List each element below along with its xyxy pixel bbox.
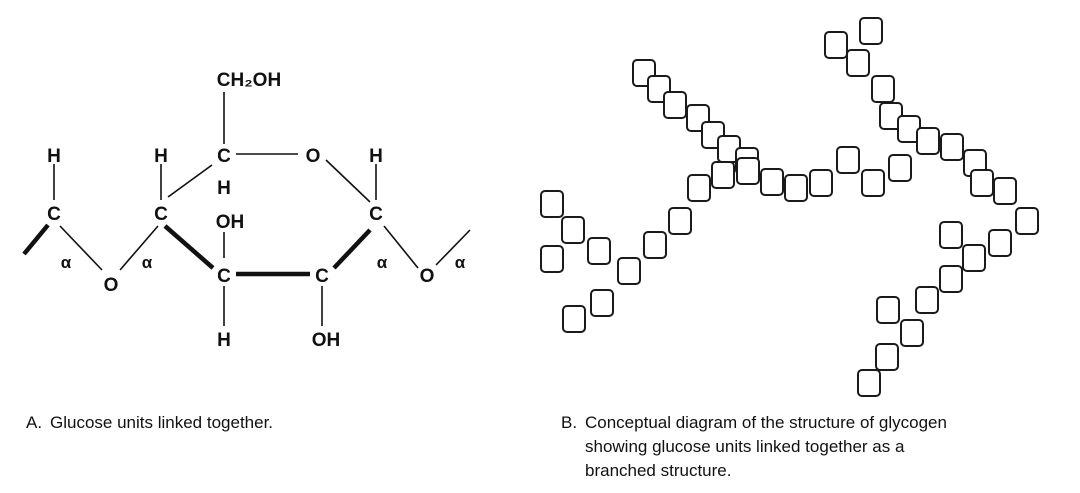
- alpha-label: α: [61, 253, 72, 272]
- glucose-unit: [809, 169, 833, 197]
- caption-a: A. Glucose units linked together.: [26, 411, 446, 435]
- atom-c5: C: [217, 146, 231, 167]
- atom-c4: C: [217, 266, 231, 287]
- glucose-unit: [760, 168, 784, 196]
- glucose-unit: [875, 343, 899, 371]
- atom-h-left-top: H: [47, 146, 61, 167]
- alpha-label: α: [377, 253, 388, 272]
- bond-c-left-o-left: [59, 225, 103, 271]
- glucose-unit: [857, 369, 881, 397]
- glucose-unit: [859, 17, 883, 45]
- bond-o-ring-c-right: [325, 159, 371, 203]
- glucose-unit: [939, 221, 963, 249]
- glucose-unit: [939, 265, 963, 293]
- caption-b-line: B. Conceptual diagram of the structure of…: [561, 411, 1041, 435]
- atom-h-c1-top: H: [154, 146, 168, 167]
- glucose-unit: [970, 169, 994, 197]
- glucose-unit: [900, 319, 924, 347]
- atom-c-left: C: [47, 204, 61, 225]
- caption-b-text-3: branched structure.: [585, 461, 732, 480]
- glucose-unit: [824, 31, 848, 59]
- glucose-unit: [988, 229, 1012, 257]
- atom-h-c4-below: H: [217, 330, 231, 351]
- glucose-structure: H C H C CH₂OH C O H H C OH C C H OH O O …: [22, 70, 471, 351]
- bold-bond-c3-c-right: [332, 228, 372, 270]
- bonds: [53, 92, 471, 326]
- glucose-unit: [587, 237, 611, 265]
- caption-a-letter: A.: [26, 413, 43, 432]
- glucose-unit: [962, 244, 986, 272]
- atom-c3: C: [315, 266, 329, 287]
- glucose-unit: [617, 257, 641, 285]
- caption-b-text-1: Conceptual diagram of the structure of g…: [585, 413, 947, 432]
- glucose-unit: [861, 169, 885, 197]
- atom-oh-c3: OH: [312, 330, 341, 351]
- glucose-unit: [663, 91, 687, 119]
- glucose-unit: [836, 146, 860, 174]
- alpha-label: α: [142, 253, 153, 272]
- caption-b-text-2: showing glucose units linked together as…: [585, 437, 905, 456]
- bond-o-left-c1: [119, 225, 159, 271]
- glucose-unit: [876, 296, 900, 324]
- glucose-unit: [687, 174, 711, 202]
- glucose-unit: [540, 190, 564, 218]
- atom-o-link-right: O: [420, 266, 435, 287]
- atom-c-right: C: [369, 204, 383, 225]
- atom-h-right-top: H: [369, 146, 383, 167]
- glucose-unit: [668, 207, 692, 235]
- glucose-unit: [846, 49, 870, 77]
- glucose-unit: [561, 216, 585, 244]
- glucose-unit: [711, 161, 735, 189]
- bold-bond-left-end: [22, 223, 50, 256]
- caption-b-letter: B.: [561, 413, 578, 432]
- atom-ch2oh: CH₂OH: [217, 70, 281, 91]
- atom-h-c5-below: H: [217, 178, 231, 199]
- glucose-unit: [784, 174, 808, 202]
- glucose-unit: [940, 133, 964, 161]
- caption-a-text: Glucose units linked together.: [50, 413, 274, 432]
- atoms: H C H C CH₂OH C O H H C OH C C H OH O O: [47, 70, 434, 351]
- bond-c1-c5: [167, 164, 213, 198]
- glucose-unit: [736, 157, 760, 185]
- alpha-label: α: [455, 253, 466, 272]
- caption-b: B. Conceptual diagram of the structure of…: [561, 411, 1041, 483]
- glucose-unit: [915, 286, 939, 314]
- atom-oh-c4: OH: [216, 212, 245, 233]
- glycogen-branched-structure: [540, 17, 1039, 397]
- glucose-unit: [888, 154, 912, 182]
- glucose-unit: [1015, 207, 1039, 235]
- glucose-unit: [590, 289, 614, 317]
- glucose-unit: [643, 231, 667, 259]
- glucose-unit: [871, 75, 895, 103]
- glucose-unit: [562, 305, 586, 333]
- glucose-unit: [916, 127, 940, 155]
- bond-c-right-o-right: [383, 225, 419, 269]
- alpha-labels: α α α α: [61, 253, 466, 272]
- bond-o-right-end: [435, 229, 471, 266]
- atom-o-ring: O: [306, 146, 321, 167]
- caption-b-line: branched structure.: [561, 459, 1041, 483]
- bold-bonds: [22, 223, 372, 277]
- atom-o-link-left: O: [104, 275, 119, 296]
- caption-b-line: showing glucose units linked together as…: [561, 435, 1041, 459]
- bold-bond-c1-c4: [163, 224, 215, 270]
- atom-c1: C: [154, 204, 168, 225]
- glucose-unit: [993, 177, 1017, 205]
- glucose-unit: [540, 245, 564, 273]
